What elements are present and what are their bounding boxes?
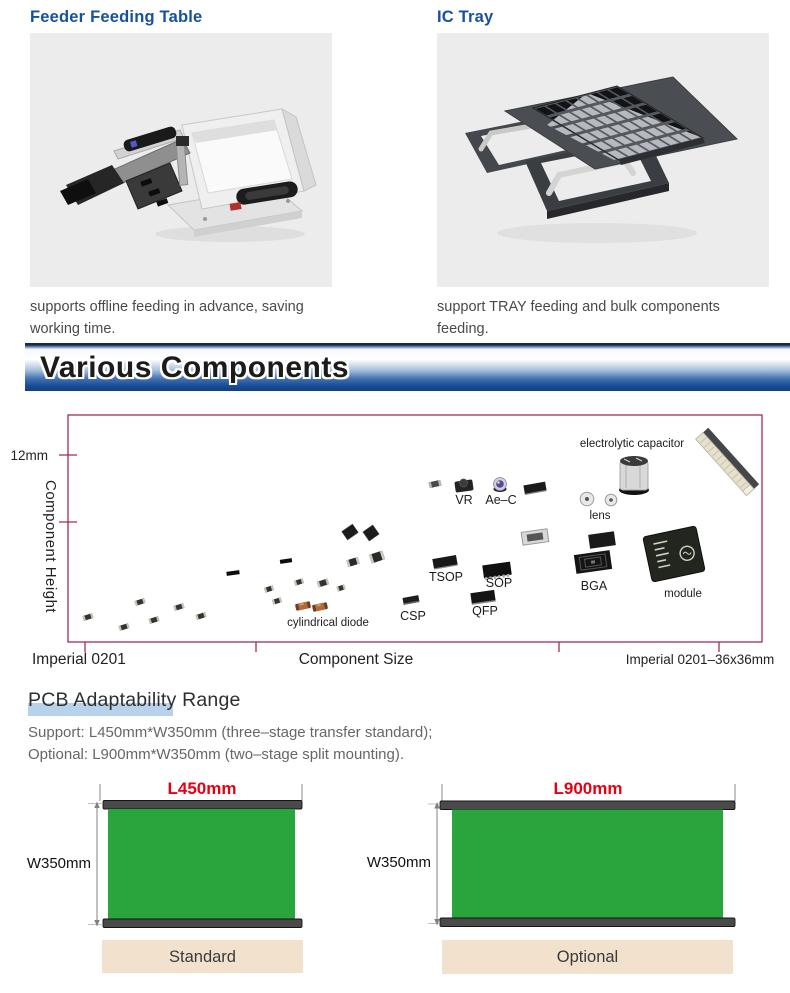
pcb-optional-line: Optional: L900mm*W350mm (two–stage split… — [28, 746, 404, 763]
optional-board-area — [452, 809, 723, 918]
sop-component — [482, 561, 512, 581]
heading-highlight — [28, 703, 173, 716]
standard-width-label: W350mm — [27, 855, 91, 872]
optional-board-diagram: L900mm W350mm Optional — [367, 779, 736, 974]
ic-tray-illustration — [465, 76, 739, 243]
chart-x-right-label: Imperial 0201–36x36mm — [626, 652, 775, 667]
pcb-adaptability-heading: PCB Adaptability Range — [28, 689, 241, 711]
vr-label: VR — [455, 493, 472, 507]
module-component — [642, 525, 706, 583]
optional-width-label: W350mm — [367, 854, 431, 871]
standard-bottom-rail — [102, 918, 303, 928]
optional-top-rail — [439, 800, 736, 810]
optional-bottom-rail — [439, 917, 736, 927]
csp-label: CSP — [400, 609, 426, 623]
optional-caption: Optional — [557, 948, 618, 966]
qfp-label: QFP — [472, 604, 498, 618]
pcb-support-line: Support: L450mm*W350mm (three–stage tran… — [28, 724, 433, 741]
chart-x-axis-label: Component Size — [299, 651, 414, 668]
standard-caption-box — [102, 940, 303, 973]
feeder-handle — [236, 181, 298, 205]
lens-components — [579, 491, 618, 507]
cylindrical-diode-components — [295, 601, 328, 612]
aec-label: Ae–C — [485, 493, 516, 507]
qfp-component — [470, 589, 496, 605]
sop-label: SOP — [486, 576, 512, 590]
optional-caption-box — [442, 940, 733, 974]
chart-axes — [59, 414, 763, 652]
various-components-banner: Various Components — [25, 343, 790, 391]
connector-component — [695, 427, 760, 497]
standard-length-label: L450mm — [168, 779, 237, 798]
bga-components — [573, 531, 616, 574]
ic-tray-image — [437, 33, 769, 287]
ic-tray-description: support TRAY feeding and bulk components… — [437, 299, 720, 337]
tsop-label: TSOP — [429, 570, 463, 584]
standard-top-rail — [102, 800, 303, 810]
feeder-section-title: Feeder Feeding Table — [30, 8, 203, 26]
tsop-component — [432, 554, 458, 570]
standard-board-diagram: L450mm W350mm Standard — [27, 779, 303, 973]
feeder-image — [30, 33, 332, 287]
csp-component — [402, 595, 420, 605]
ic2-component — [523, 481, 547, 495]
component-range-chart: 12mm Component Height Imperial 0201 Comp… — [10, 414, 775, 668]
small-chip-component — [428, 479, 442, 489]
chart-y-axis-label: Component Height — [42, 480, 59, 613]
feeder-illustration — [60, 107, 317, 242]
bga-label: BGA — [581, 579, 608, 593]
ic-tray-section-title: IC Tray — [437, 8, 494, 26]
chart-y-tick-label: 12mm — [10, 448, 48, 463]
chart-x-left-label: Imperial 0201 — [32, 651, 126, 668]
lens-label: lens — [589, 510, 610, 522]
banner-title: Various Components — [40, 351, 350, 384]
electrolytic-capacitor-component — [619, 456, 649, 495]
cylindrical-diode-label: cylindrical diode — [287, 617, 369, 629]
optional-length-label: L900mm — [554, 779, 623, 798]
pcb-board-diagrams: L450mm W350mm Standard L900mm — [27, 779, 736, 974]
vr-component — [454, 478, 474, 493]
component-labels: VR Ae–C lens electrolytic capacitor TSOP… — [287, 438, 702, 629]
feeder-description: supports offline feeding in advance, sav… — [30, 299, 304, 337]
standard-caption: Standard — [169, 948, 236, 966]
aec-component — [493, 477, 507, 492]
electrolytic-capacitor-label: electrolytic capacitor — [580, 438, 684, 450]
ic-component — [520, 528, 550, 546]
chip-components — [82, 523, 386, 631]
module-label: module — [664, 588, 702, 600]
standard-board-area — [108, 809, 295, 919]
